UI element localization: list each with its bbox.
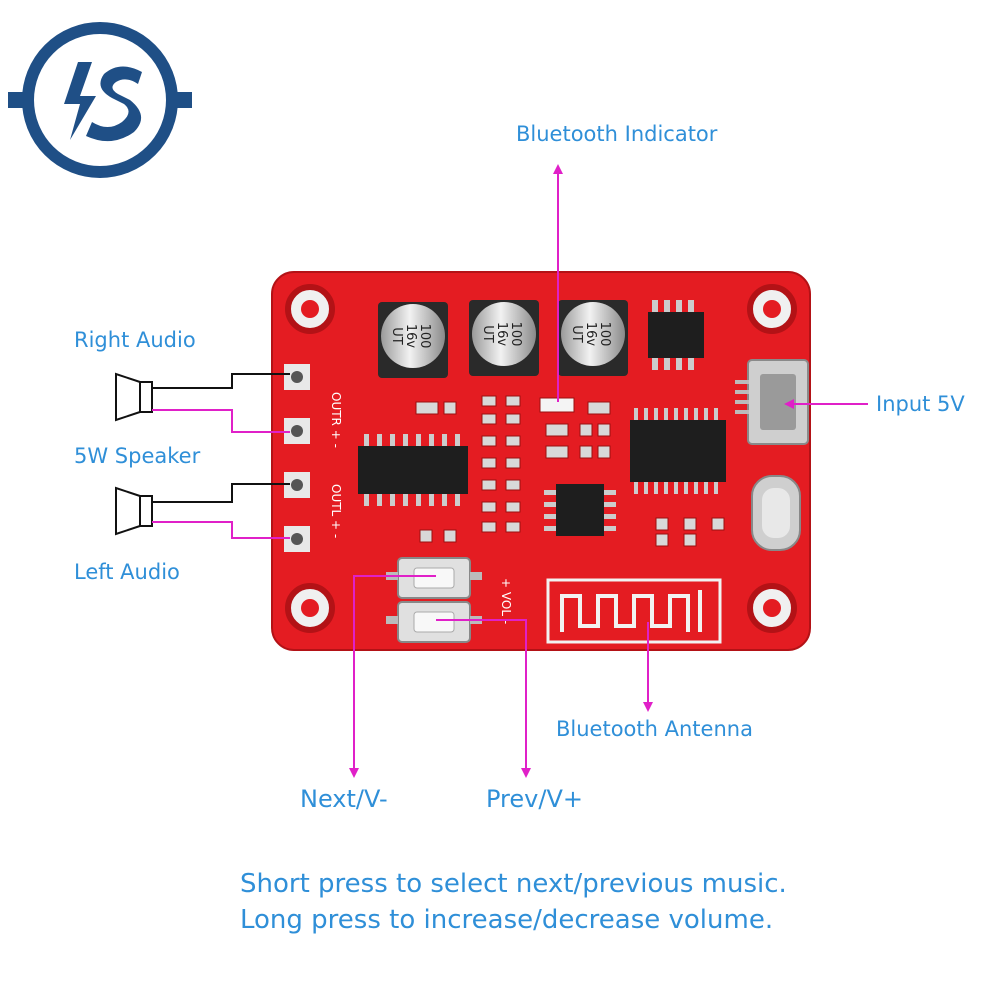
input-5v-label: Input 5V <box>876 392 965 416</box>
speaker-pads <box>284 364 310 552</box>
micro-usb-port <box>735 359 809 445</box>
bluetooth-antenna-trace <box>546 578 722 644</box>
mounting-hole-bottom-left <box>285 583 335 633</box>
capacitor-brand: UT <box>480 325 495 343</box>
brand-logo <box>8 22 192 178</box>
next-arrow <box>349 575 436 778</box>
silk-vol: + VOL - <box>499 578 513 624</box>
mounting-hole-bottom-right <box>747 583 797 633</box>
next-vol-minus-button[interactable] <box>386 557 482 599</box>
next-v-minus-label: Next/V- <box>300 785 388 813</box>
pcb-board: OUTR + - OUTL + - + VOL - 100 16v UT 100… <box>271 271 811 651</box>
capacitor-brand: UT <box>389 327 404 345</box>
silk-outr: OUTR + - <box>329 392 343 448</box>
capacitor-1: 100 16v UT <box>378 302 448 378</box>
bluetooth-antenna-label: Bluetooth Antenna <box>556 717 753 741</box>
caption-line-2: Long press to increase/decrease volume. <box>240 905 774 935</box>
silk-outl: OUTL + - <box>329 484 343 538</box>
capacitor-value: 100 <box>597 322 612 347</box>
annotation-arrows <box>349 164 868 778</box>
ic-8pin-center <box>544 484 616 536</box>
amplifier-chip <box>358 434 468 506</box>
left-speaker-icon <box>115 486 153 536</box>
bluetooth-indicator-label: Bluetooth Indicator <box>516 122 718 146</box>
capacitor-brand: UT <box>569 325 584 343</box>
capacitor-voltage: 16v <box>583 322 598 347</box>
prev-v-plus-label: Prev/V+ <box>486 785 583 813</box>
capacitor-value: 100 <box>417 324 432 349</box>
speaker-label: 5W Speaker <box>74 444 201 468</box>
ic-8pin-top <box>648 300 704 370</box>
capacitor-voltage: 16v <box>494 322 509 347</box>
mounting-hole-top-left <box>285 284 335 334</box>
speaker-wires <box>152 373 290 539</box>
prev-vol-plus-button[interactable] <box>386 601 482 643</box>
right-audio-label: Right Audio <box>74 328 196 352</box>
left-audio-label: Left Audio <box>74 560 180 584</box>
crystal-oscillator <box>751 475 801 551</box>
capacitor-voltage: 16v <box>403 324 418 349</box>
bluetooth-chip <box>630 408 726 494</box>
mounting-hole-top-right <box>747 284 797 334</box>
right-speaker-icon <box>115 372 153 422</box>
s-letter-icon <box>86 66 142 142</box>
capacitor-value: 100 <box>508 322 523 347</box>
lightning-icon <box>64 62 96 140</box>
capacitor-3: 100 16v UT <box>558 300 628 376</box>
prev-arrow <box>436 619 531 778</box>
capacitor-2: 100 16v UT <box>469 300 539 376</box>
usage-caption: Short press to select next/previous musi… <box>240 866 787 938</box>
caption-line-1: Short press to select next/previous musi… <box>240 869 787 899</box>
smd-components <box>415 395 725 547</box>
logo-ring-icon <box>22 22 178 178</box>
